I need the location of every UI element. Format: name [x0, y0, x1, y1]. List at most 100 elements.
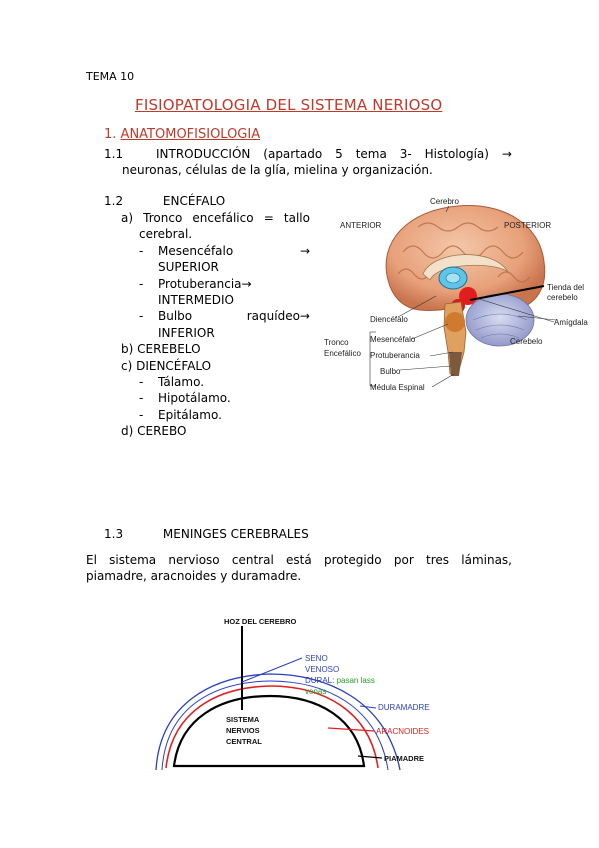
- word: por: [393, 553, 414, 567]
- item-text: raquídeo→: [246, 309, 310, 324]
- label-seno-3: DURAL: pasan lass: [305, 676, 375, 685]
- word: INTRODUCCIÓN: [156, 147, 251, 161]
- label-aracnoides: ARACNOIDES: [376, 727, 429, 736]
- label-tienda-1: Tienda del: [547, 283, 584, 292]
- label-snc-3: CENTRAL: [226, 737, 262, 746]
- duramadre-arc: [155, 673, 401, 771]
- word: Tronco: [143, 211, 183, 225]
- piamadre-arc: [172, 694, 366, 768]
- dash: -: [139, 407, 144, 422]
- arrow-icon: →: [299, 243, 310, 258]
- item-level: SUPERIOR: [158, 260, 219, 275]
- section-1-3-label: MENINGES CEREBRALES: [162, 527, 309, 541]
- word: 5: [335, 147, 343, 161]
- meninges-paragraph: El sistema nervioso central está protegi…: [86, 553, 512, 583]
- item-level: INTERMEDIO: [158, 293, 234, 308]
- encefalo-list: a) Tronco encefálico = tallo cerebral. -…: [121, 210, 310, 440]
- list-item-hipotalamo: - Hipotálamo.: [121, 390, 310, 406]
- word: tema: [355, 147, 387, 161]
- list-item-protuberancia: - Protuberancia→ INTERMEDIO: [121, 276, 310, 309]
- label-snc-1: SISTEMA: [226, 715, 260, 724]
- label-tronco-2: Encefálico: [324, 349, 361, 358]
- dash: -: [139, 276, 144, 291]
- tema-label: TEMA 10: [86, 70, 135, 83]
- section-1-1-line1: INTRODUCCIÓN (apartado 5 tema 3- Histolo…: [156, 147, 512, 161]
- paragraph-line1: El sistema nervioso central está protegi…: [86, 553, 512, 567]
- list-item-a-line2: cerebral.: [139, 227, 193, 242]
- word: protegido: [323, 553, 382, 567]
- aracnoides-arc: [165, 685, 379, 769]
- word: a): [121, 211, 134, 225]
- label-duramadre: DURAMADRE: [378, 703, 430, 712]
- word: tallo: [283, 211, 310, 225]
- list-item-talamo: - Tálamo.: [121, 374, 310, 390]
- item-text: Tálamo.: [158, 375, 205, 390]
- item-level: INFERIOR: [158, 325, 215, 340]
- section-1-heading: 1. ANATOMOFISIOLOGIA: [104, 127, 260, 142]
- list-item-b: b) CEREBELO: [121, 342, 201, 357]
- list-item-epitalamo: - Epitálamo.: [121, 407, 310, 423]
- item-text: Epitálamo.: [158, 407, 222, 422]
- label-bulbo: Bulbo: [380, 367, 401, 376]
- dash: -: [139, 391, 144, 406]
- list-item-c: c) DIENCÉFALO: [121, 358, 212, 373]
- label-hoz: HOZ DEL CEREBRO: [224, 617, 297, 626]
- item-text: Mesencéfalo: [158, 243, 234, 258]
- inner-blue-arc: [161, 680, 389, 771]
- label-medula: Médula Espinal: [370, 383, 425, 392]
- label-amigdala: Amígdala: [554, 318, 588, 327]
- label-piamadre: PIAMADRE: [384, 754, 424, 763]
- word: está: [286, 553, 312, 567]
- word: nervioso: [168, 553, 220, 567]
- word: El: [86, 553, 97, 567]
- label-tronco-1: Tronco: [324, 338, 349, 347]
- word: (apartado: [263, 147, 323, 161]
- section-1-3-number: 1.3: [104, 527, 124, 541]
- list-item-d: d) CEREBO: [121, 424, 187, 439]
- item-text: Protuberancia→: [158, 276, 252, 291]
- label-diencefalo: Diencéfalo: [370, 315, 408, 324]
- label-seno-2: VENOSO: [305, 665, 339, 674]
- word: tres: [426, 553, 450, 567]
- label-protuberancia: Protuberancia: [370, 351, 420, 360]
- section-1-label: ANATOMOFISIOLOGIA: [120, 127, 261, 142]
- label-tienda-2: cerebelo: [547, 293, 578, 302]
- label-seno-4: venas: [305, 687, 326, 696]
- list-item-a-line1: a) Tronco encefálico = tallo: [121, 210, 310, 226]
- item-text: Bulbo: [158, 309, 193, 324]
- section-1-1: 1.1 INTRODUCCIÓN (apartado 5 tema 3- His…: [104, 147, 512, 179]
- word: láminas,: [461, 553, 512, 567]
- section-1-2-label: ENCÉFALO: [162, 194, 226, 208]
- label-cerebelo: Cerebelo: [510, 337, 543, 346]
- gyri-pattern: [397, 222, 531, 283]
- document-title: FISIOPATOLOGIA DEL SISTEMA NERIOSO: [135, 96, 443, 114]
- label-snc-2: NERVIOS: [226, 726, 260, 735]
- list-item-mesencefalo: - Mesencéfalo → SUPERIOR: [121, 243, 310, 276]
- arrow-icon: →: [501, 147, 512, 161]
- section-1-2-number: 1.2: [104, 194, 124, 208]
- section-1-2-heading: 1.2 ENCÉFALO: [104, 194, 225, 208]
- word: encefálico: [192, 211, 254, 225]
- tienda-pointer-line: [469, 285, 545, 301]
- label-seno-1: SENO: [305, 654, 328, 663]
- brain-diagram: Cerebro ANTERIOR POSTERIOR Tienda del ce…: [324, 197, 588, 392]
- word: 3-: [399, 147, 412, 161]
- section-1-1-line2: neuronas, células de la glía, mielina y …: [122, 163, 433, 177]
- dash: -: [139, 243, 144, 258]
- paragraph-line2: piamadre, aracnoides y duramadre.: [86, 569, 302, 583]
- word: sistema: [109, 553, 157, 567]
- list-item-bulbo: - Bulbo raquídeo→ INFERIOR: [121, 308, 310, 341]
- label-posterior: POSTERIOR: [504, 221, 551, 230]
- dash: -: [139, 309, 144, 324]
- section-1-3-heading: 1.3 MENINGES CEREBRALES: [104, 527, 309, 541]
- label-mesencefalo: Mesencéfalo: [370, 335, 416, 344]
- section-1-1-number: 1.1: [104, 147, 124, 161]
- dash: -: [139, 375, 144, 390]
- word: =: [263, 211, 274, 225]
- label-cerebro: Cerebro: [430, 197, 459, 206]
- label-anterior: ANTERIOR: [340, 221, 382, 230]
- item-text: Hipotálamo.: [158, 391, 231, 406]
- meninges-diagram: HOZ DEL CEREBRO SENO VENOSO DURAL: pasan…: [155, 617, 430, 771]
- section-1-number: 1.: [104, 127, 117, 142]
- word: central: [231, 553, 274, 567]
